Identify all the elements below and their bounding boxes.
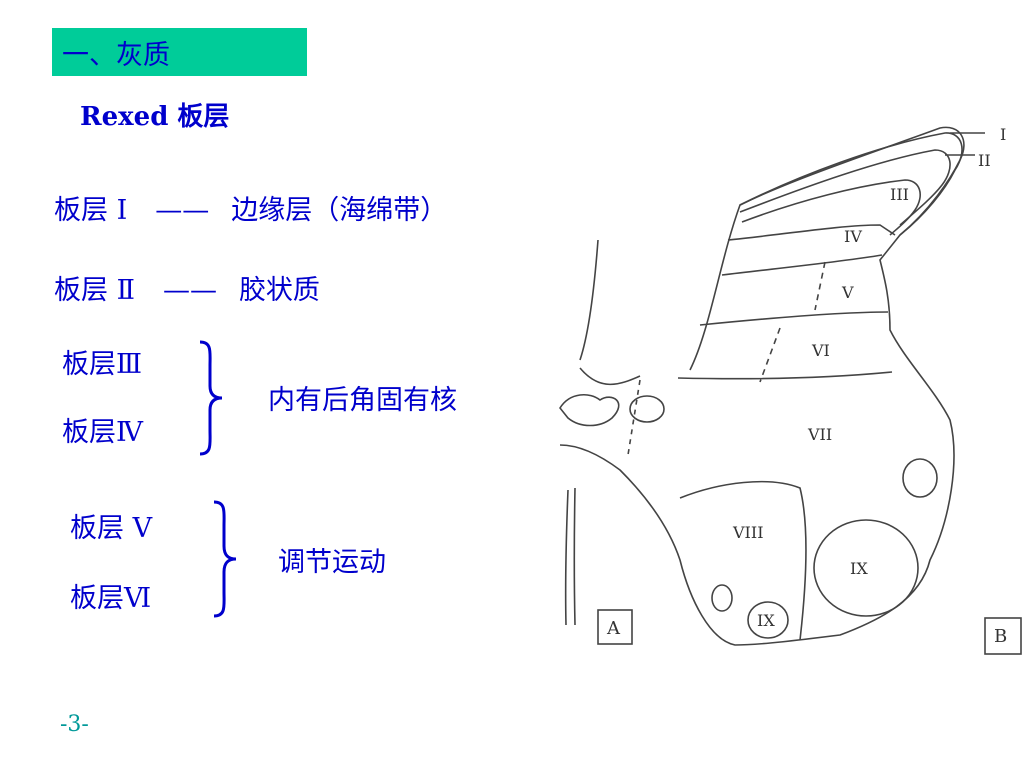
lamina-ix-ventral — [813, 519, 919, 617]
panel-a-box — [597, 609, 633, 645]
lateral-nucleus — [902, 458, 938, 498]
lamina-iv-v-boundary — [721, 254, 883, 276]
lamina-dash: —— — [155, 195, 210, 226]
dorsal-median-line — [579, 239, 599, 361]
diagram-label-vii: VII — [807, 425, 832, 444]
lamina-ii-boundary — [739, 149, 951, 226]
group2-description: 调节运动 — [278, 547, 386, 578]
group1-description: 内有后角固有核 — [268, 385, 457, 416]
rexed-laminae-diagram: I II III IV V VI VII VIII IX IX A B — [559, 125, 1022, 655]
diagram-label-ix-ventral: IX — [850, 559, 868, 578]
lamina-description: 胶状质 — [238, 275, 320, 306]
small-nucleus — [711, 584, 733, 612]
group1-item-2: 板层Ⅳ — [62, 417, 143, 448]
slide-title: 一、灰质 — [52, 28, 307, 76]
diagram-label-panel-a: A — [606, 618, 621, 639]
lamina-label: 板层 Ⅱ — [54, 275, 135, 306]
lamina-label: 板层 Ⅰ — [54, 195, 128, 226]
lamina-ix-small — [747, 601, 789, 639]
diagram-label-viii: VIII — [732, 523, 764, 542]
group2-item-2: 板层Ⅵ — [70, 583, 152, 614]
diagram-label-i: I — [1000, 125, 1006, 144]
lamina-v-vi-boundary — [699, 311, 889, 326]
diagram-label-panel-b: B — [994, 626, 1007, 647]
lamina-iii-boundary — [741, 179, 921, 236]
group1-item-1: 板层Ⅲ — [62, 349, 143, 380]
grey-matter-outline — [559, 126, 965, 646]
diagram-label-v: V — [841, 283, 854, 302]
lamina-row-2: 板层 Ⅱ —— 胶状质 — [54, 268, 320, 307]
slide-subtitle: Rexed 板层 — [80, 102, 230, 132]
lamina-row-1: 板层 Ⅰ —— 边缘层（海绵带） — [54, 188, 447, 227]
commissure-curve — [579, 367, 641, 386]
lamina-dash: —— — [162, 275, 217, 306]
central-canal-right — [629, 395, 665, 423]
central-canal-left — [559, 393, 620, 427]
diagram-label-iii: III — [890, 185, 909, 204]
lamina-vi-vii-boundary — [677, 371, 893, 380]
lamina-i-boundary — [739, 132, 963, 236]
ventral-line-2 — [573, 487, 576, 626]
diagram-label-ii: II — [978, 151, 991, 170]
diagram-label-ix-small: IX — [757, 611, 775, 630]
group1-brace — [199, 340, 223, 456]
page-number: -3- — [60, 712, 89, 737]
group2-brace — [213, 500, 237, 618]
dashed-line-vi — [759, 327, 781, 383]
midline-dashed — [627, 379, 641, 456]
lamina-viii-boundary — [679, 480, 807, 641]
panel-b-box — [984, 617, 1022, 655]
lamina-iv-top — [727, 224, 896, 241]
dashed-line-v — [814, 261, 826, 311]
diagram-label-vi: VI — [811, 341, 830, 360]
lamina-description: 边缘层（海绵带） — [231, 195, 448, 226]
ventral-line-1 — [564, 489, 569, 626]
group2-item-1: 板层 Ⅴ — [70, 513, 153, 544]
diagram-label-iv: IV — [844, 227, 862, 246]
